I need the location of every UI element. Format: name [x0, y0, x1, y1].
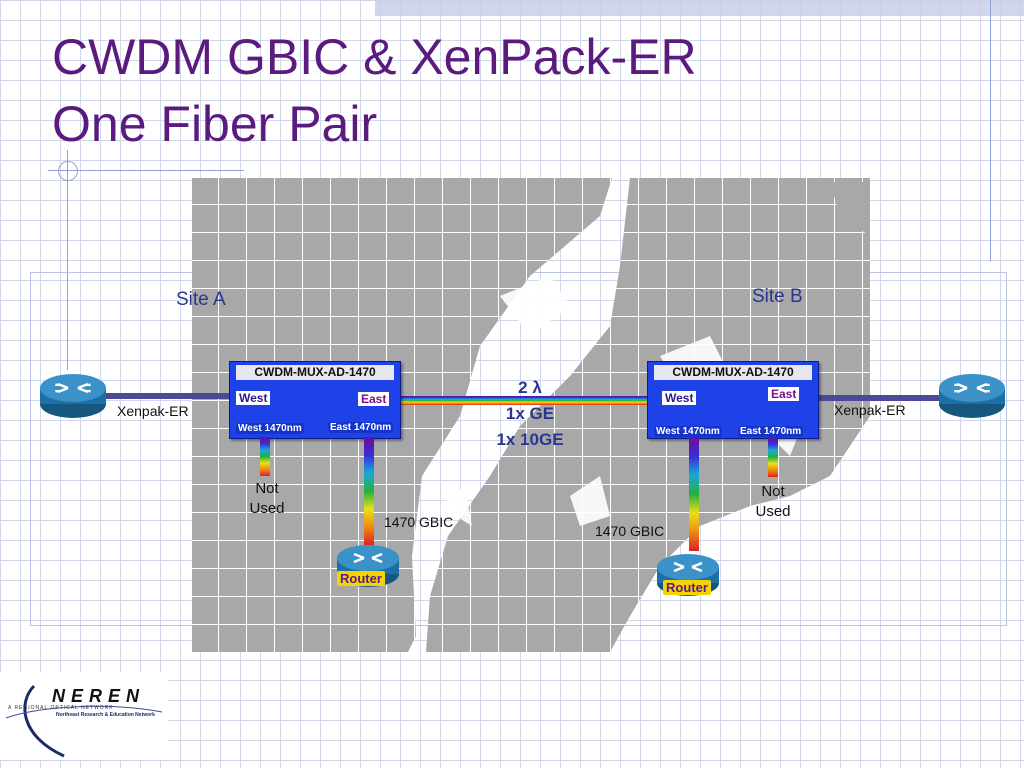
site-b-not-used-line1: Not	[761, 483, 785, 500]
site-a-edge-router-icon[interactable]	[38, 368, 108, 424]
neren-logo-mark	[5, 684, 163, 758]
xenpak-link-b	[817, 395, 943, 401]
site-a-mux-east: East	[358, 392, 390, 406]
site-a-not-used-line2: Used	[249, 500, 285, 517]
site-a-xenpak-label: Xenpak-ER	[117, 403, 189, 419]
site-a-mux[interactable]: CWDM-MUX-AD-1470 West East West 1470nm E…	[229, 361, 401, 439]
neren-logo-arc-text: A REGIONAL OPTICAL NETWORK	[8, 705, 114, 711]
neren-logo-name: NEREN	[52, 686, 146, 706]
top-band	[375, 0, 1024, 16]
site-b-router-label: Router	[663, 580, 711, 595]
site-b-gbic-label: 1470 GBIC	[595, 523, 665, 539]
site-b-mux-name: CWDM-MUX-AD-1470	[654, 365, 812, 380]
title-underline	[48, 170, 244, 171]
right-vertical-rule	[990, 0, 991, 262]
crosshair-circle	[58, 161, 78, 181]
site-b-mux-west: West	[662, 391, 697, 405]
slide-title-line2: One Fiber Pair	[52, 96, 378, 152]
neren-logo-tagline: Northeast Research & Education Network	[56, 712, 155, 718]
site-a-mux-east-port: East 1470nm	[328, 422, 394, 433]
site-a-east-drop	[364, 437, 374, 545]
site-a-mux-west: West	[236, 391, 271, 405]
site-b-mux[interactable]: CWDM-MUX-AD-1470 West East West 1470nm E…	[647, 361, 819, 439]
site-a-not-used-line1: Not	[255, 480, 279, 497]
link-ge: 1x GE	[505, 404, 555, 423]
site-a-label: Site A	[176, 289, 226, 310]
link-lambda: 2 λ	[518, 378, 542, 397]
site-b-west-drop	[689, 437, 699, 551]
site-b-xenpak-label: Xenpak-ER	[834, 402, 906, 418]
site-a-mux-west-port: West 1470nm	[236, 423, 304, 434]
left-vertical-rule	[67, 150, 68, 370]
site-b-mux-west-port: West 1470nm	[654, 426, 722, 437]
site-b-mux-east: East	[768, 387, 800, 401]
site-a-router-label: Router	[337, 571, 385, 586]
site-b-mux-east-port: East 1470nm	[738, 426, 804, 437]
site-b-not-used-line2: Used	[755, 503, 791, 520]
site-a-mux-name: CWDM-MUX-AD-1470	[236, 365, 394, 380]
neren-logo: NEREN A REGIONAL OPTICAL NETWORK Northea…	[0, 672, 168, 760]
site-a-not-used: Not Used	[240, 479, 294, 519]
site-b-label: Site B	[752, 286, 803, 307]
slide-title-line1: CWDM GBIC & XenPack-ER	[52, 29, 697, 85]
xenpak-link-a	[105, 393, 231, 399]
site-b-not-used: Not Used	[746, 482, 800, 522]
site-a-west-drop	[260, 437, 270, 476]
site-b-edge-router-icon[interactable]	[937, 368, 1007, 424]
link-capacity: 2 λ 1x GE 1x 10GE	[472, 375, 588, 453]
link-10ge: 1x 10GE	[496, 430, 564, 449]
site-a-gbic-label: 1470 GBIC	[384, 514, 454, 530]
fiber-pair-link	[398, 396, 648, 405]
site-b-east-drop	[768, 437, 778, 477]
